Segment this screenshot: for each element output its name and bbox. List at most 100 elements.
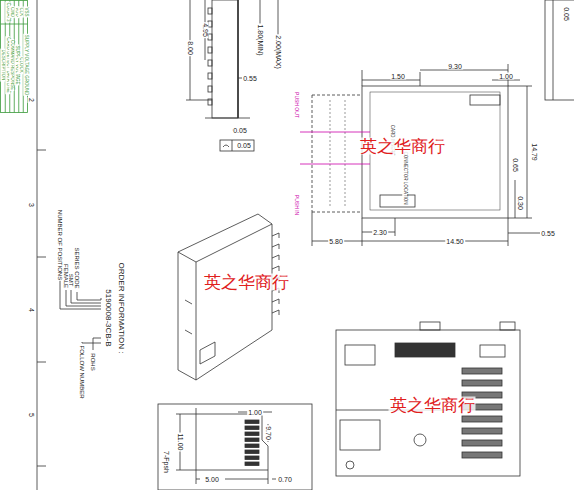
partial-view — [545, 0, 574, 100]
sheet-frame — [37, 0, 38, 490]
dimension: 9.30 — [447, 63, 463, 70]
order-field: FEMALE — [63, 263, 69, 289]
contact-pin — [272, 233, 279, 238]
card-view — [176, 414, 196, 415]
order-heading: ORDER INFORMATION : — [117, 262, 125, 355]
contact-pad — [245, 450, 259, 454]
contact-pad — [245, 426, 259, 430]
contact-tooth — [208, 73, 212, 79]
contact-spring — [462, 368, 502, 374]
dimension: 5.80 — [328, 238, 344, 245]
card-view — [158, 404, 312, 490]
dimension: 1.00 — [247, 409, 263, 416]
pin-table — [1, 1, 28, 113]
dimension: 14.79 — [531, 142, 538, 162]
contact-spring — [462, 416, 502, 422]
contact-spring — [462, 440, 502, 446]
pictorial-view — [414, 434, 426, 446]
top-view — [508, 218, 509, 246]
order-field: NUMBER OF POSITIONS — [57, 209, 63, 281]
dimension: 0.30 — [517, 195, 524, 211]
top-view — [300, 164, 370, 165]
top-view — [420, 72, 421, 86]
part-number: 5190008-3CB-B — [104, 288, 112, 347]
contact-pin — [272, 255, 279, 260]
contact-pad — [245, 462, 259, 466]
top-view — [330, 100, 345, 208]
card-view — [196, 470, 197, 484]
contact-pad — [245, 444, 259, 448]
top-view — [420, 70, 508, 71]
contact-tooth — [208, 47, 212, 53]
top-view — [470, 95, 500, 105]
table-header: DESCRIPTION — [1, 49, 6, 82]
order-field: FOLLOW NUMBER — [79, 344, 85, 399]
card-view — [158, 404, 312, 490]
dimension: 14.50 — [445, 238, 465, 245]
pin-description: COMMAND RESPONSE — [10, 39, 15, 91]
pin-description: SUPPLY VOLTAGE GROUND — [23, 34, 28, 96]
top-view — [362, 70, 363, 86]
top-view — [300, 64, 540, 246]
isometric-view — [178, 214, 272, 380]
contact-tooth — [208, 21, 212, 27]
note-text: PUSH OUT — [294, 91, 299, 119]
card-view — [225, 479, 268, 480]
pictorial-view — [340, 420, 380, 450]
note-text: 7-Fpsh — [163, 450, 170, 474]
contact-tooth — [208, 60, 212, 66]
contact-tooth — [208, 86, 212, 92]
side-view — [237, 0, 239, 118]
contact-tooth — [208, 8, 212, 105]
dimension: 5.00 — [204, 476, 220, 483]
contact-pad — [245, 456, 259, 460]
top-view — [492, 80, 520, 81]
contact-pad — [245, 432, 259, 436]
sheet-frame — [37, 362, 46, 363]
card-view — [176, 470, 196, 471]
dimension: 0.55 — [540, 230, 556, 237]
isometric-view — [185, 300, 192, 334]
top-view — [312, 95, 362, 212]
side-view — [186, 0, 278, 151]
top-view — [527, 86, 528, 218]
grid-number: 2 — [28, 97, 35, 103]
watermark: 英之华商行 — [203, 274, 290, 291]
side-view — [232, 140, 233, 151]
pin-table — [1, 1, 28, 113]
pictorial-view — [346, 461, 354, 469]
contact-pin — [272, 299, 279, 304]
dimension: 1.80(MIN) — [257, 23, 264, 56]
side-view — [223, 145, 229, 147]
top-view — [515, 180, 516, 218]
table-row-line — [5, 1, 23, 113]
sheet-frame — [37, 257, 46, 258]
sheet-frame — [37, 150, 46, 151]
pin-name: VSS — [23, 6, 28, 17]
top-view — [380, 195, 415, 207]
dimension: 11.00 — [177, 433, 184, 452]
dimension: 0.05 — [563, 6, 570, 22]
card-view — [268, 470, 269, 484]
isometric-view — [178, 214, 272, 380]
order-leader — [66, 290, 101, 306]
contact-pin — [272, 310, 279, 315]
pictorial-view — [420, 322, 440, 330]
note-text: CONNECTOR LOCATION — [403, 151, 408, 206]
isometric-view — [178, 224, 272, 380]
pictorial-view — [480, 345, 505, 357]
top-view — [508, 218, 532, 219]
top-view — [395, 218, 396, 236]
note-text: PUSH IN — [294, 194, 299, 216]
contact-tooth — [208, 99, 212, 105]
partial-view — [545, 0, 574, 100]
top-view — [508, 86, 532, 87]
contact-pad — [245, 420, 259, 424]
order-leader — [71, 290, 101, 303]
side-view — [205, 118, 250, 119]
pictorial-view — [345, 345, 375, 365]
dimension: 0.65 — [512, 157, 519, 173]
dimension: 9.70 — [265, 425, 272, 441]
